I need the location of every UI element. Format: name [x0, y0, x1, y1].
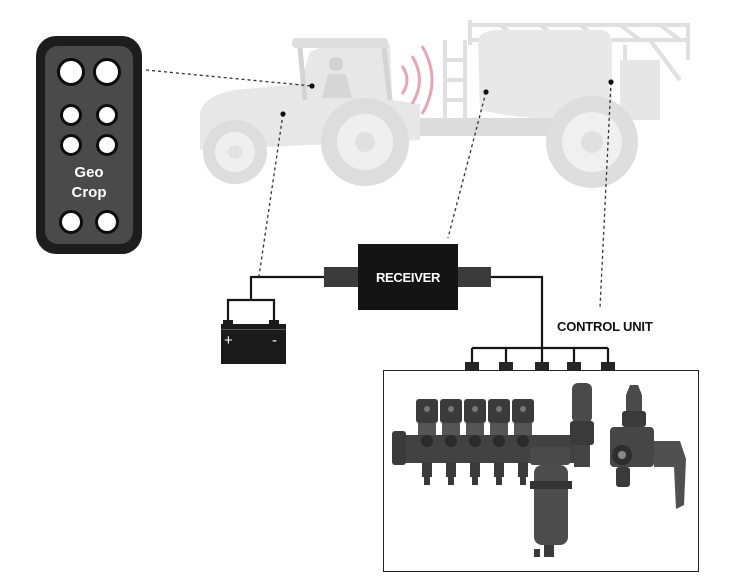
- remote-button[interactable]: [60, 134, 82, 156]
- remote-button[interactable]: [96, 104, 118, 126]
- leader-dots: [280, 79, 614, 117]
- remote-label-line1: Geo: [74, 164, 104, 181]
- remote-label-line2: Crop: [71, 184, 107, 201]
- control-unit-box: [383, 370, 699, 572]
- battery-terminal-minus: [269, 320, 279, 324]
- receiver-connector-right: [456, 267, 491, 287]
- receiver-connector-left: [324, 267, 360, 287]
- remote-face: Geo Crop: [45, 46, 133, 244]
- control-unit-label: CONTROL UNIT: [557, 319, 653, 334]
- receiver-label: RECEIVER: [375, 269, 441, 285]
- receiver-box: RECEIVER: [358, 244, 458, 310]
- valve-manifold-illustration: [392, 383, 686, 557]
- remote-button[interactable]: [93, 58, 121, 86]
- battery-top-line: [221, 329, 286, 330]
- battery: + -: [221, 320, 286, 364]
- wiring: [226, 275, 610, 365]
- wireless-signal-icon: [400, 45, 434, 115]
- leader-lines: [145, 69, 612, 309]
- geocrop-remote: Geo Crop: [36, 36, 142, 254]
- tractor-sprayer-illustration: [200, 20, 690, 188]
- remote-button[interactable]: [95, 210, 119, 234]
- battery-plus-sign: +: [224, 332, 233, 349]
- remote-button[interactable]: [96, 134, 118, 156]
- battery-terminal-plus: [223, 320, 233, 324]
- remote-button[interactable]: [57, 58, 85, 86]
- battery-minus-sign: -: [272, 332, 277, 349]
- remote-button[interactable]: [60, 104, 82, 126]
- remote-button[interactable]: [59, 210, 83, 234]
